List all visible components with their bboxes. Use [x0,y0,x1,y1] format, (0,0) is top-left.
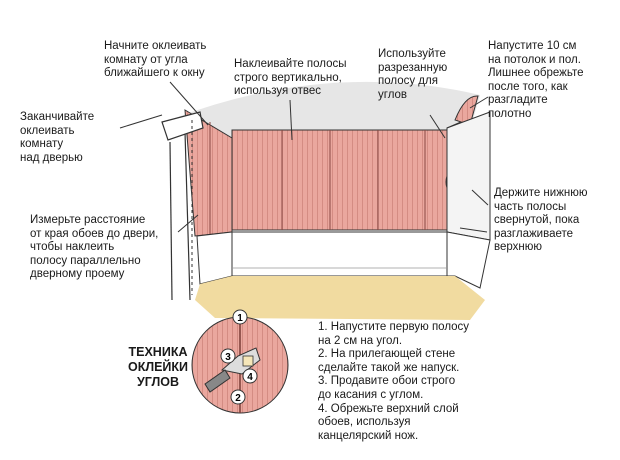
callout-vertical: Наклеивайте полосы строго вертикально, и… [234,58,347,97]
callout-finish-door: Заканчивайте оклеивать комнату над дверь… [20,111,95,164]
leader-lines [119,81,489,233]
step-1: 1. Напустите первую полосу на 2 см на уг… [318,321,470,347]
right-wall [446,111,491,241]
corner-detail [191,316,289,414]
steps-list: 1. Напустите первую полосу на 2 см на уг… [318,321,523,443]
step-markers: 1 2 3 4 [220,309,258,405]
marker-4: 4 [247,372,253,383]
callout-measure: Измерьте расстояние от края обоев до две… [30,214,159,280]
strip-top [454,95,479,126]
callout-overlap: Напустите 10 см на потолок и пол. Лишнее… [488,40,584,120]
step-2: 2. На прилегающей стене сделайте такой ж… [318,348,460,374]
callout-start-corner: Начните оклеивать комнату от угла ближай… [104,40,207,79]
floor [195,276,485,320]
back-wall [231,129,448,231]
strip-seams [209,122,426,234]
step-3: 3. Продавите обои строго до касания с уг… [318,375,456,401]
step-4: 4. Обрежьте верхний слой обоев, использу… [318,402,459,442]
ceiling [175,81,480,140]
technique-title: ТЕХНИКА ОКЛЕЙКИ УГЛОВ [127,345,189,389]
callout-cut-strip: Используйте разрезанную полосу для углов [378,48,448,101]
marker-1: 1 [237,313,243,324]
door-frame [161,111,204,301]
callout-hold-bottom: Держите нижнюю часть полосы свернутой, п… [494,187,588,253]
marker-2: 2 [235,393,241,404]
marker-3: 3 [225,352,231,363]
